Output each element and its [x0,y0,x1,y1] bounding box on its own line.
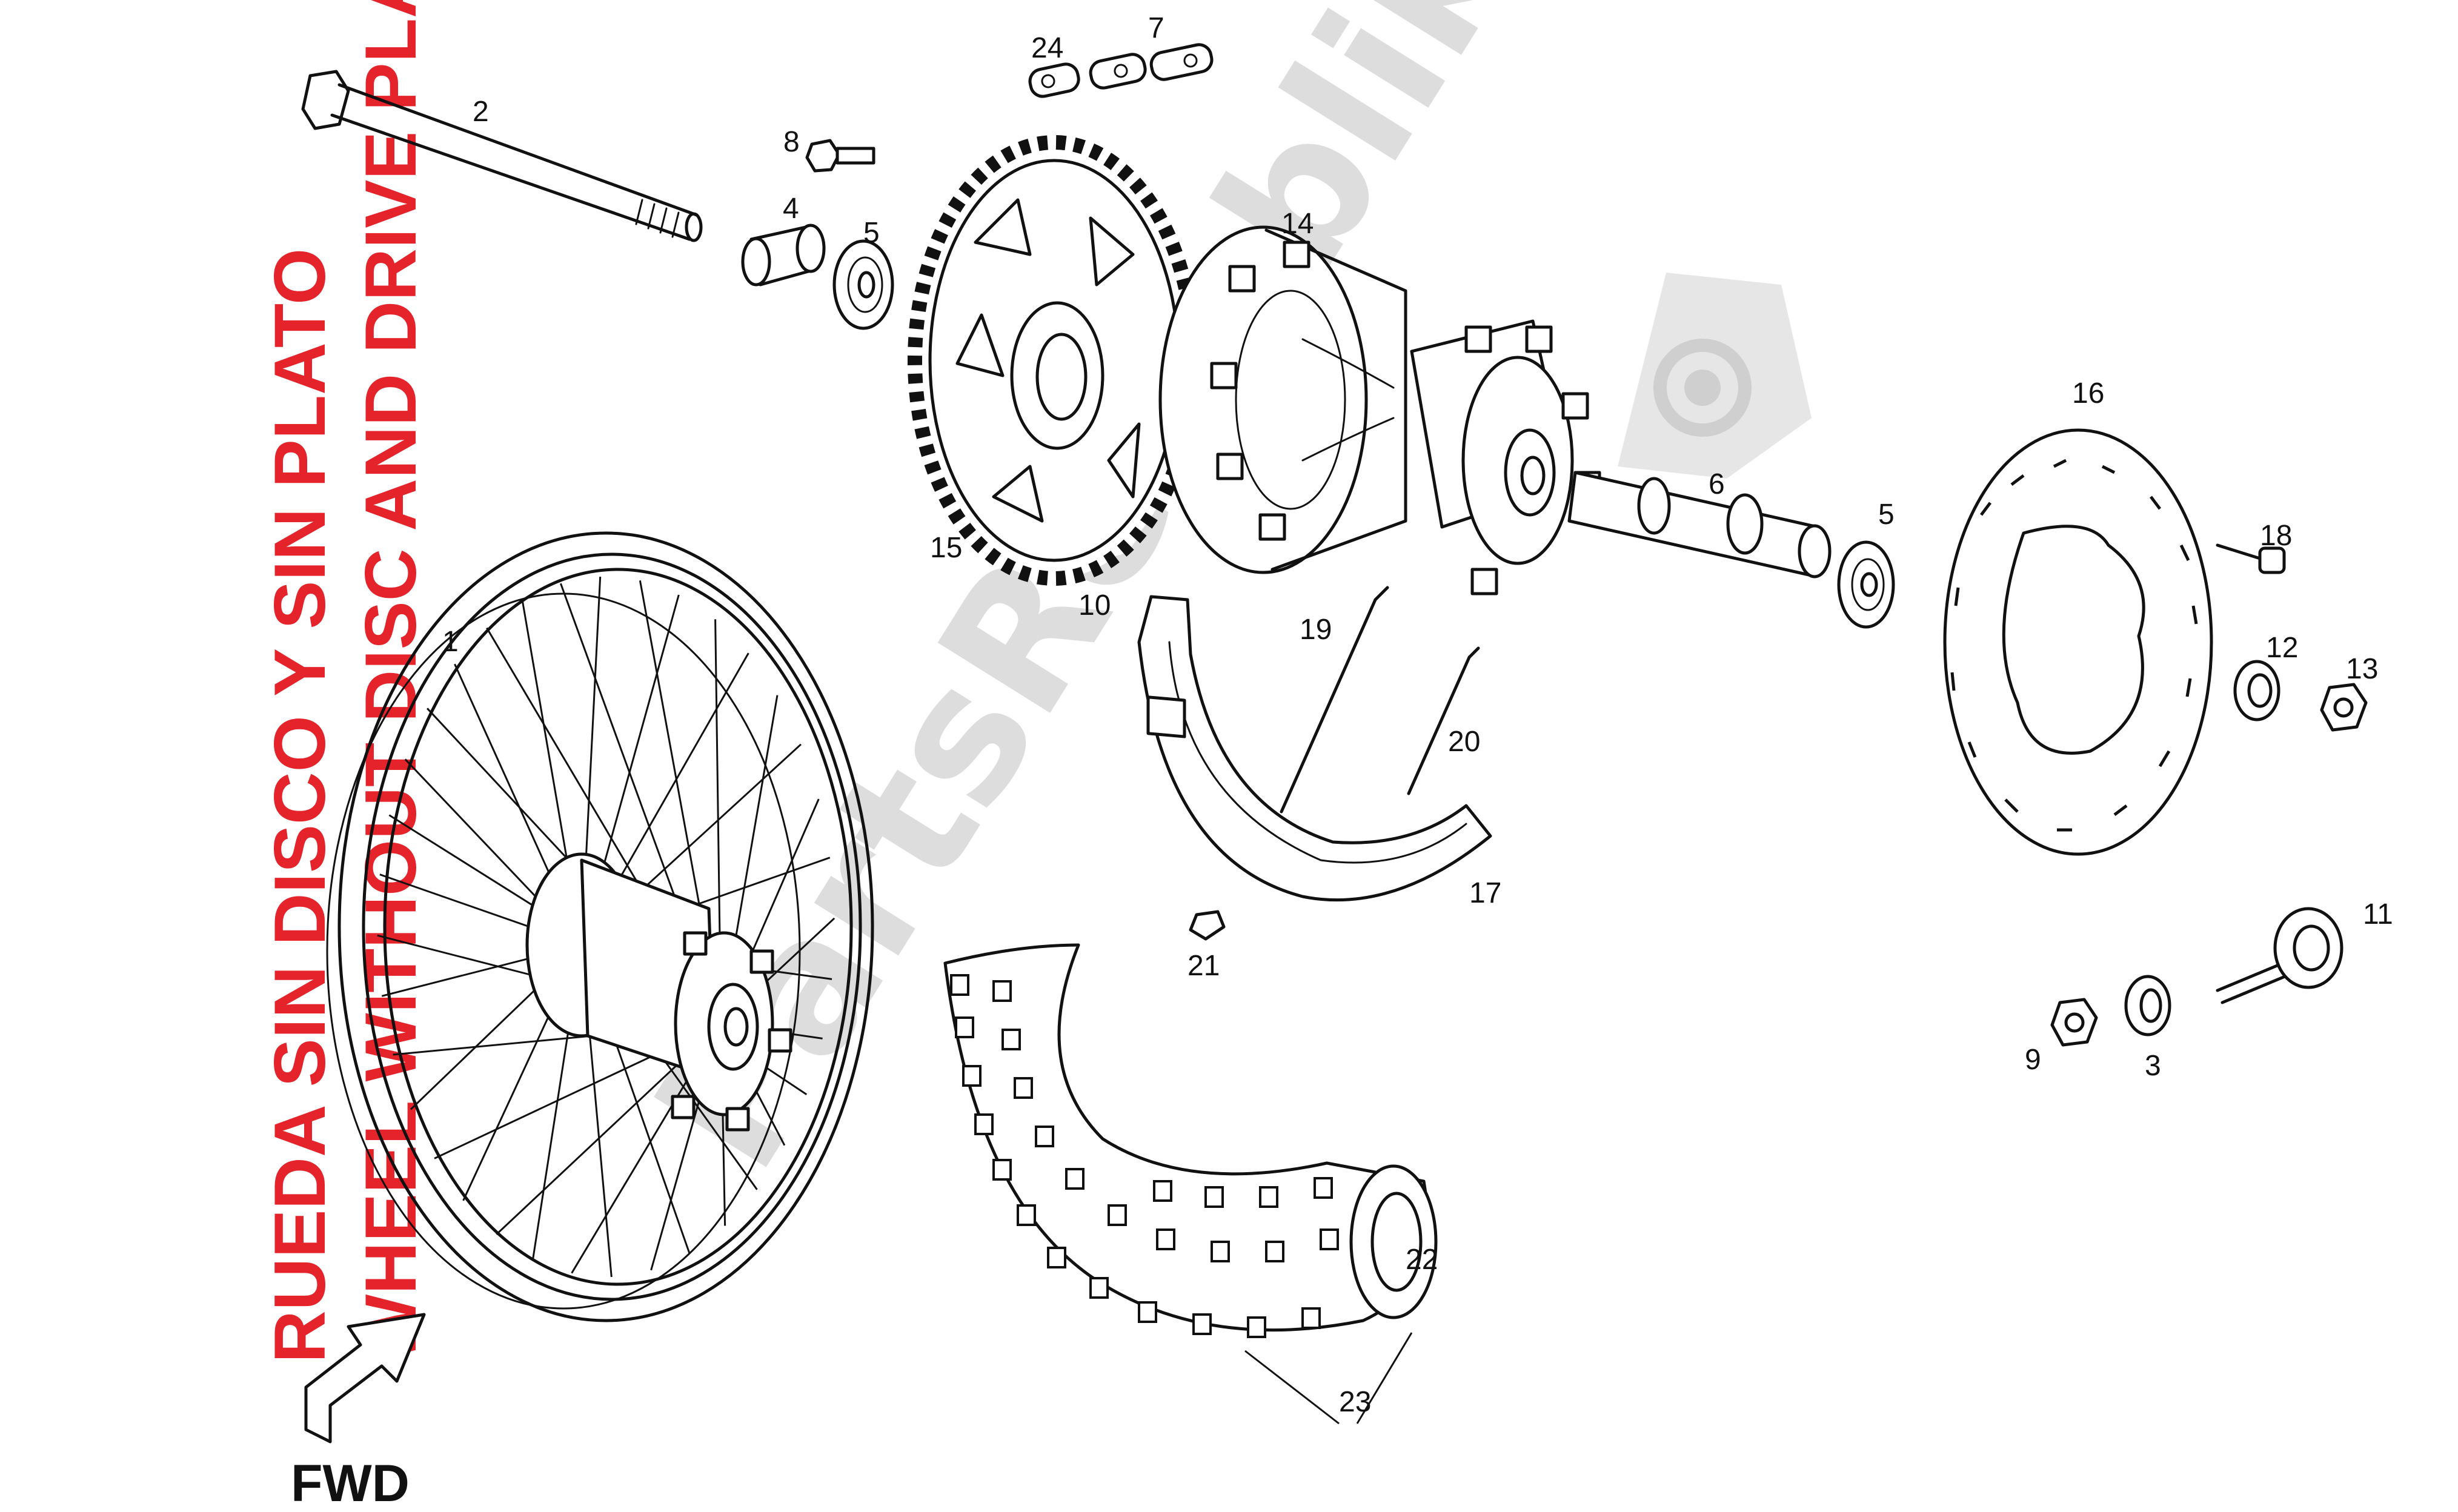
part-5-bearing-right [1837,540,1895,629]
callout-3: 3 [2145,1050,2161,1082]
part-21-valve-nut [1189,910,1226,941]
callout-19: 19 [1300,614,1332,646]
callout-22: 22 [1406,1244,1438,1276]
callout-6: 6 [1709,468,1725,500]
part-14-hub-flange [1158,225,1407,574]
part-6-hub-axle [1410,319,1832,595]
callout-11: 11 [2363,898,2393,930]
callout-16: 16 [2072,377,2104,409]
part-24-7-chain-link [1028,43,1214,98]
part-5-bearing-left [832,239,894,330]
part-16-brake-disc [1943,428,2213,856]
part-22-23-tire [943,943,1438,1338]
callout-20: 20 [1448,726,1480,758]
callouts: 1 2 3 4 5 5 6 7 8 9 10 11 12 13 14 15 16… [442,12,2393,1418]
fwd-label: FWD [291,1454,410,1512]
part-13-nut [2320,683,2368,732]
part-11-chain-adjuster [2216,907,2343,1004]
part-8-bolt [805,139,875,173]
callout-7: 7 [1148,12,1164,44]
part-19-20-spokes [1280,586,1480,814]
part-2-axle-bolt [301,70,703,242]
callout-2: 2 [473,96,489,128]
callout-5a: 5 [863,217,880,249]
gear-icon [1618,273,1812,479]
callout-9: 9 [2025,1044,2041,1076]
part-4-spacer [741,224,826,287]
fwd-arrow-icon [304,1313,426,1444]
callout-23: 23 [1339,1386,1371,1418]
part-18-bolt [2216,543,2286,574]
callout-17: 17 [1469,877,1501,909]
leader-lines [1244,1332,1413,1425]
callout-4: 4 [783,193,799,225]
callout-12: 12 [2266,632,2298,664]
part-15-sprocket [908,135,1201,586]
part-3-washer [2124,975,2171,1036]
callout-18: 18 [2260,520,2292,552]
callout-13: 13 [2346,653,2378,685]
callout-10: 10 [1078,589,1111,622]
part-10-17-rim-band [1137,595,1492,902]
callout-1: 1 [442,626,459,658]
part-9-nut [2050,998,2098,1047]
callout-21: 21 [1187,950,1220,982]
callout-8: 8 [783,126,800,158]
part-12-washer [2233,660,2280,721]
callout-15: 15 [930,532,962,564]
part-1-wheel [326,531,874,1322]
callout-14: 14 [1281,208,1314,240]
callout-5b: 5 [1878,499,1895,531]
callout-24: 24 [1031,32,1063,64]
